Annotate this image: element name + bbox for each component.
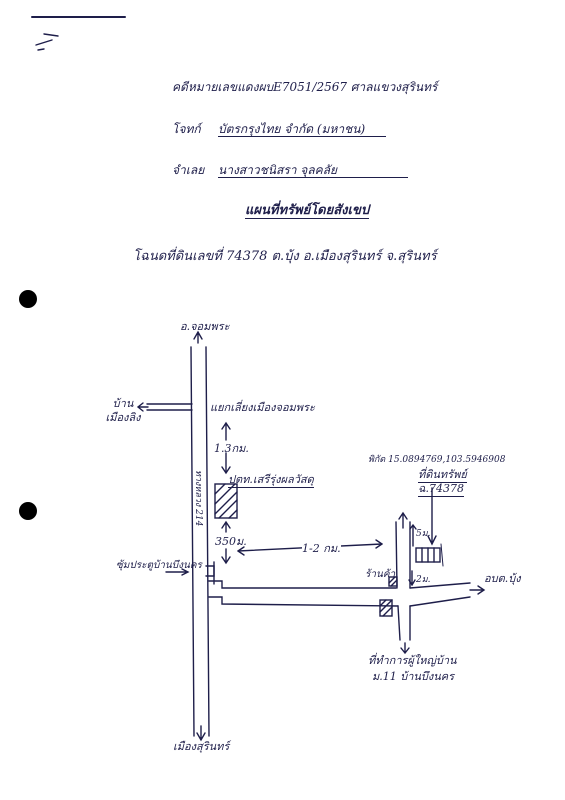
label-dist-350m: 350ม.	[215, 535, 247, 548]
label-shop: ร้านค้า	[365, 569, 396, 580]
plaintiff-prefix: โจทก์	[172, 122, 201, 136]
defendant-name: นางสาวชนิสรา จุลคลัย	[218, 163, 408, 178]
label-dist-junction: 1.3กม.	[214, 442, 249, 455]
binder-hole-bottom	[19, 502, 37, 520]
map-title: แผนที่ทรัพย์โดยสังเขป	[245, 203, 370, 219]
label-north-chom-phra: อ.จอมพระ	[180, 320, 230, 333]
label-junction: แยกเลี่ยงเมืองจอมพระ	[210, 401, 315, 414]
label-petrol-station: ปตท.เสรีรุ่งผลวัสดุ	[228, 473, 314, 488]
label-coordinates: พิกัด 15.0894769,103.5946908	[368, 455, 506, 465]
label-south-mueang-surin: เมืองสุรินทร์	[173, 740, 230, 753]
label-property: ที่ดินทรัพย์	[418, 468, 467, 483]
label-dist-main: 1-2 กม.	[302, 542, 341, 556]
label-ban-mueang-ling: บ้านเมืองลิง	[105, 397, 141, 424]
label-abt-bung: อบต.บุ้ง	[484, 572, 521, 585]
label-dist-2m: 2ม.	[416, 575, 431, 585]
label-headman-office-2: ม.11 บ้านบึงนคร	[372, 670, 455, 683]
case-number-line: คดีหมายเลขแดงผบE7051/2567 ศาลแขวงสุรินทร…	[172, 80, 438, 94]
label-dist-5m: 5ม.	[416, 529, 431, 539]
plaintiff-name: บัตรกรุงไทย จำกัด (มหาชน)	[218, 122, 386, 137]
binder-hole-top	[19, 290, 37, 308]
label-arch-ban-bueng-nakhon: ซุ้มประตูบ้านบึงนคร	[116, 560, 202, 571]
label-property-deed: ฉ.74378	[418, 482, 464, 497]
defendant-prefix: จำเลย	[172, 163, 205, 177]
label-headman-office-1: ที่ทำการผู้ใหญ่บ้าน	[368, 654, 457, 667]
deed-line: โฉนดที่ดินเลขที่ 74378 ต.บุ้ง อ.เมืองสุร…	[133, 249, 437, 264]
label-highway-214: ทางหลวง 214	[193, 470, 203, 527]
